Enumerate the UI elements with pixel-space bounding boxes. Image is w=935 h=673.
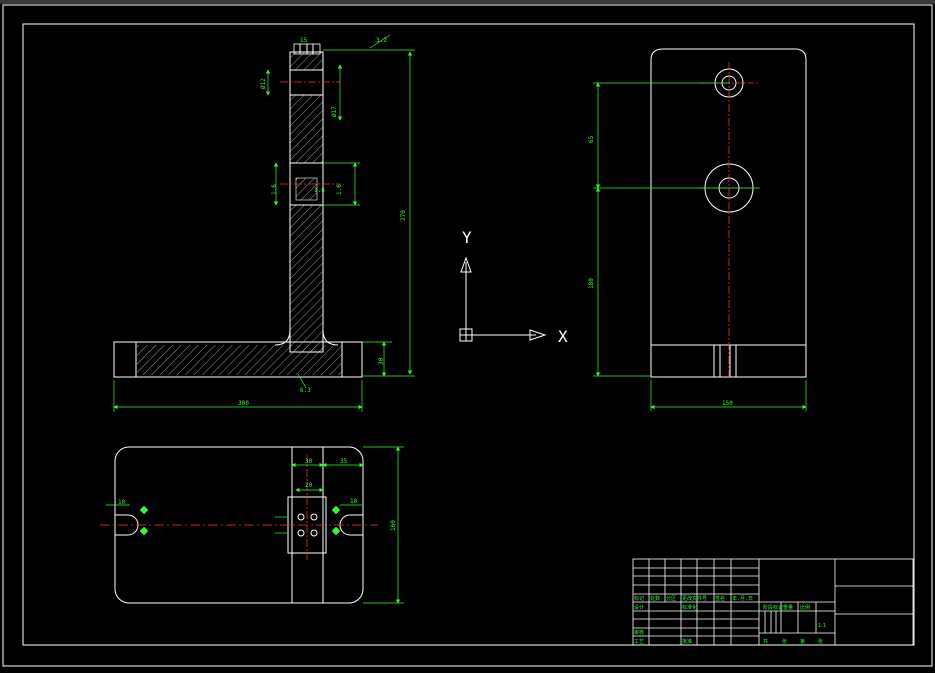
ucs-y-label: Y: [462, 228, 472, 247]
roughness-bottom: 6.3: [300, 387, 311, 394]
section-view: [113, 43, 363, 378]
title-block-label: 共: [763, 638, 768, 645]
base-outline: [113, 341, 363, 378]
dim-top-width: 15: [300, 37, 308, 44]
front-view: [650, 48, 807, 380]
title-block-label: 第: [800, 638, 805, 645]
dim-plan-w2: 35: [340, 458, 348, 465]
dim-side-dia: Ø17: [331, 106, 338, 117]
dim-plan-w1: 30: [305, 458, 313, 465]
front-outline: [650, 48, 807, 378]
dim-total-height: 270: [400, 210, 407, 221]
title-block-label: 更改文件号: [682, 595, 707, 602]
title-block-label: 分区: [666, 595, 676, 602]
title-block-label: 签名: [715, 595, 725, 602]
outer-frame: [2, 4, 933, 667]
title-block-label: 阶段标记: [763, 604, 783, 611]
title-block-label: 张: [782, 638, 787, 645]
title-block-label: 批准: [682, 638, 692, 645]
title-block-label: 处数: [650, 595, 660, 602]
plan-dimensions: [106, 446, 404, 604]
title-block-label: 年.月.日: [732, 595, 753, 602]
title-block-label: 标记: [634, 595, 644, 602]
title-block-label: 比例: [800, 604, 810, 611]
dim-base-height: 30: [378, 357, 385, 365]
roughness-top: 3.2: [376, 37, 387, 44]
roughness-mid: 1.6: [314, 187, 325, 194]
roughness-mid-right: 1.6: [336, 184, 343, 195]
front-dimensions: [593, 82, 807, 411]
window-top-strip: [0, 0, 935, 4]
title-block-label: 重量: [783, 604, 793, 611]
roughness-mid-left: 1.6: [271, 184, 278, 195]
section-dimensions: [113, 34, 415, 412]
dim-slot-right: 10: [350, 498, 358, 505]
top-bore: [289, 69, 324, 96]
title-block-label: 设计: [634, 604, 644, 611]
dim-plan-w3: 20: [305, 482, 313, 489]
inner-frame: [22, 23, 915, 646]
dim-hole-offset: 65: [588, 135, 595, 143]
title-block-scale: 1:1: [818, 623, 826, 629]
ucs-x-label: X: [558, 327, 568, 346]
plan-view: [100, 446, 378, 604]
title-block: [632, 558, 914, 646]
title-block-label: 工艺: [634, 639, 644, 645]
title-block-label: 审核: [634, 629, 644, 636]
dim-plan-h: 160: [390, 520, 397, 531]
dim-front-height: 180: [588, 278, 595, 289]
dim-slot-left: 10: [118, 499, 126, 506]
title-block-label: 标准化: [682, 604, 697, 611]
dim-top-dia: Ø12: [260, 78, 267, 89]
ucs-icon: [459, 256, 547, 342]
title-block-labels: 标记处数分区更改文件号 签名年.月.日设计 标准化审核工艺 批准 阶段标记重量比例共 张 第…: [634, 595, 823, 645]
dim-base-length: 300: [238, 400, 249, 407]
dim-front-width: 150: [722, 400, 733, 407]
title-block-label: 张: [818, 638, 823, 645]
